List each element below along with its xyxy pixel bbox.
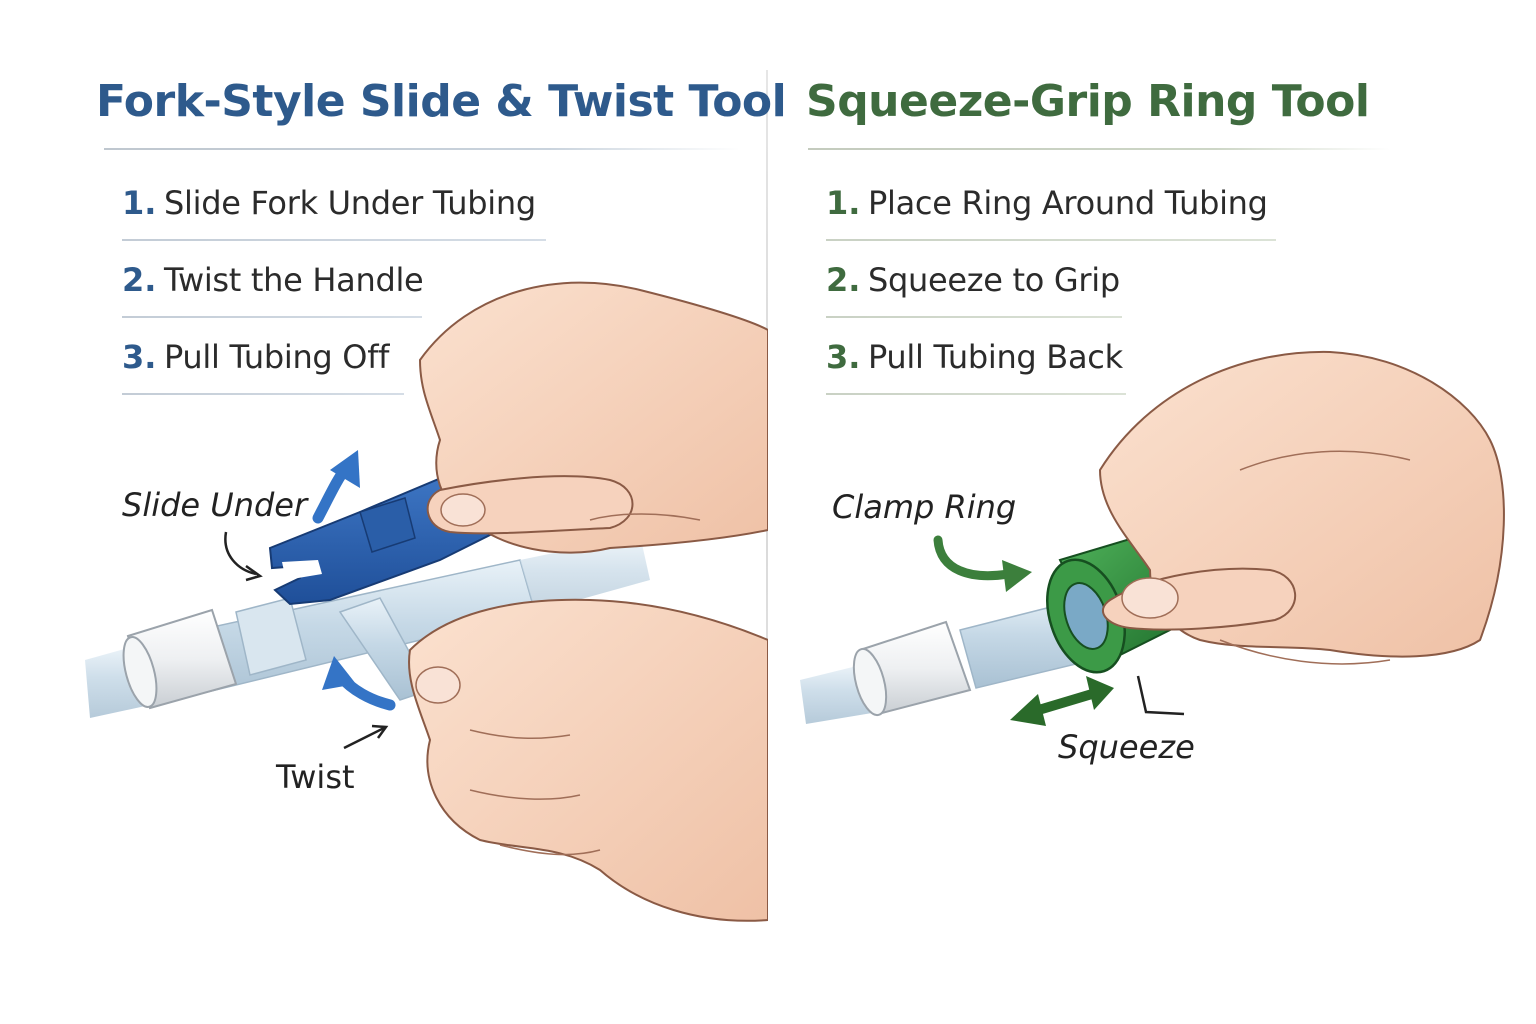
tube-fitting	[848, 622, 970, 718]
twist-label: Twist	[276, 758, 355, 796]
step-item: 2.Squeeze to Grip	[826, 261, 1268, 338]
step-number: 2.	[826, 261, 868, 299]
arrow-icon	[1010, 676, 1114, 726]
step-underline	[826, 393, 1126, 395]
fork-tool-panel: Fork-Style Slide & Twist Tool 1.Slide Fo…	[0, 0, 768, 1024]
title-divider	[104, 148, 740, 150]
step-item: 3.Pull Tubing Off	[122, 338, 536, 415]
step-item: 3.Pull Tubing Back	[826, 338, 1268, 415]
page-title: Squeeze-Grip Ring Tool	[806, 76, 1369, 127]
step-number: 3.	[826, 338, 868, 376]
step-underline	[122, 393, 404, 395]
step-number: 1.	[122, 184, 164, 222]
step-number: 2.	[122, 261, 164, 299]
step-underline	[826, 316, 1122, 318]
fork-tool-illustration	[0, 0, 768, 1024]
title-divider	[808, 148, 1390, 150]
step-underline	[826, 239, 1276, 241]
tube-fitting	[117, 598, 306, 710]
step-list: 1.Slide Fork Under Tubing 2.Twist the Ha…	[122, 184, 536, 415]
step-item: 1.Place Ring Around Tubing	[826, 184, 1268, 261]
step-item: 2.Twist the Handle	[122, 261, 536, 338]
step-list: 1.Place Ring Around Tubing 2.Squeeze to …	[826, 184, 1268, 415]
squeeze-ring-panel: Squeeze-Grip Ring Tool 1.Place Ring Arou…	[770, 0, 1536, 1024]
step-underline	[122, 239, 546, 241]
arrow-icon	[938, 540, 1032, 592]
step-number: 3.	[122, 338, 164, 376]
squeeze-label: Squeeze	[1058, 728, 1195, 766]
step-text: Squeeze to Grip	[868, 261, 1120, 299]
arrow-icon	[1138, 676, 1184, 714]
step-text: Pull Tubing Back	[868, 338, 1123, 376]
step-text: Twist the Handle	[164, 261, 423, 299]
step-number: 1.	[826, 184, 868, 222]
step-underline	[122, 316, 422, 318]
step-text: Place Ring Around Tubing	[868, 184, 1268, 222]
page-title: Fork-Style Slide & Twist Tool	[96, 76, 786, 127]
step-text: Pull Tubing Off	[164, 338, 389, 376]
step-text: Slide Fork Under Tubing	[164, 184, 536, 222]
clamp-ring-label: Clamp Ring	[832, 488, 1016, 526]
hand-icon	[409, 600, 768, 921]
slide-under-label: Slide Under	[122, 486, 307, 524]
step-item: 1.Slide Fork Under Tubing	[122, 184, 536, 261]
arrow-icon	[318, 450, 360, 518]
